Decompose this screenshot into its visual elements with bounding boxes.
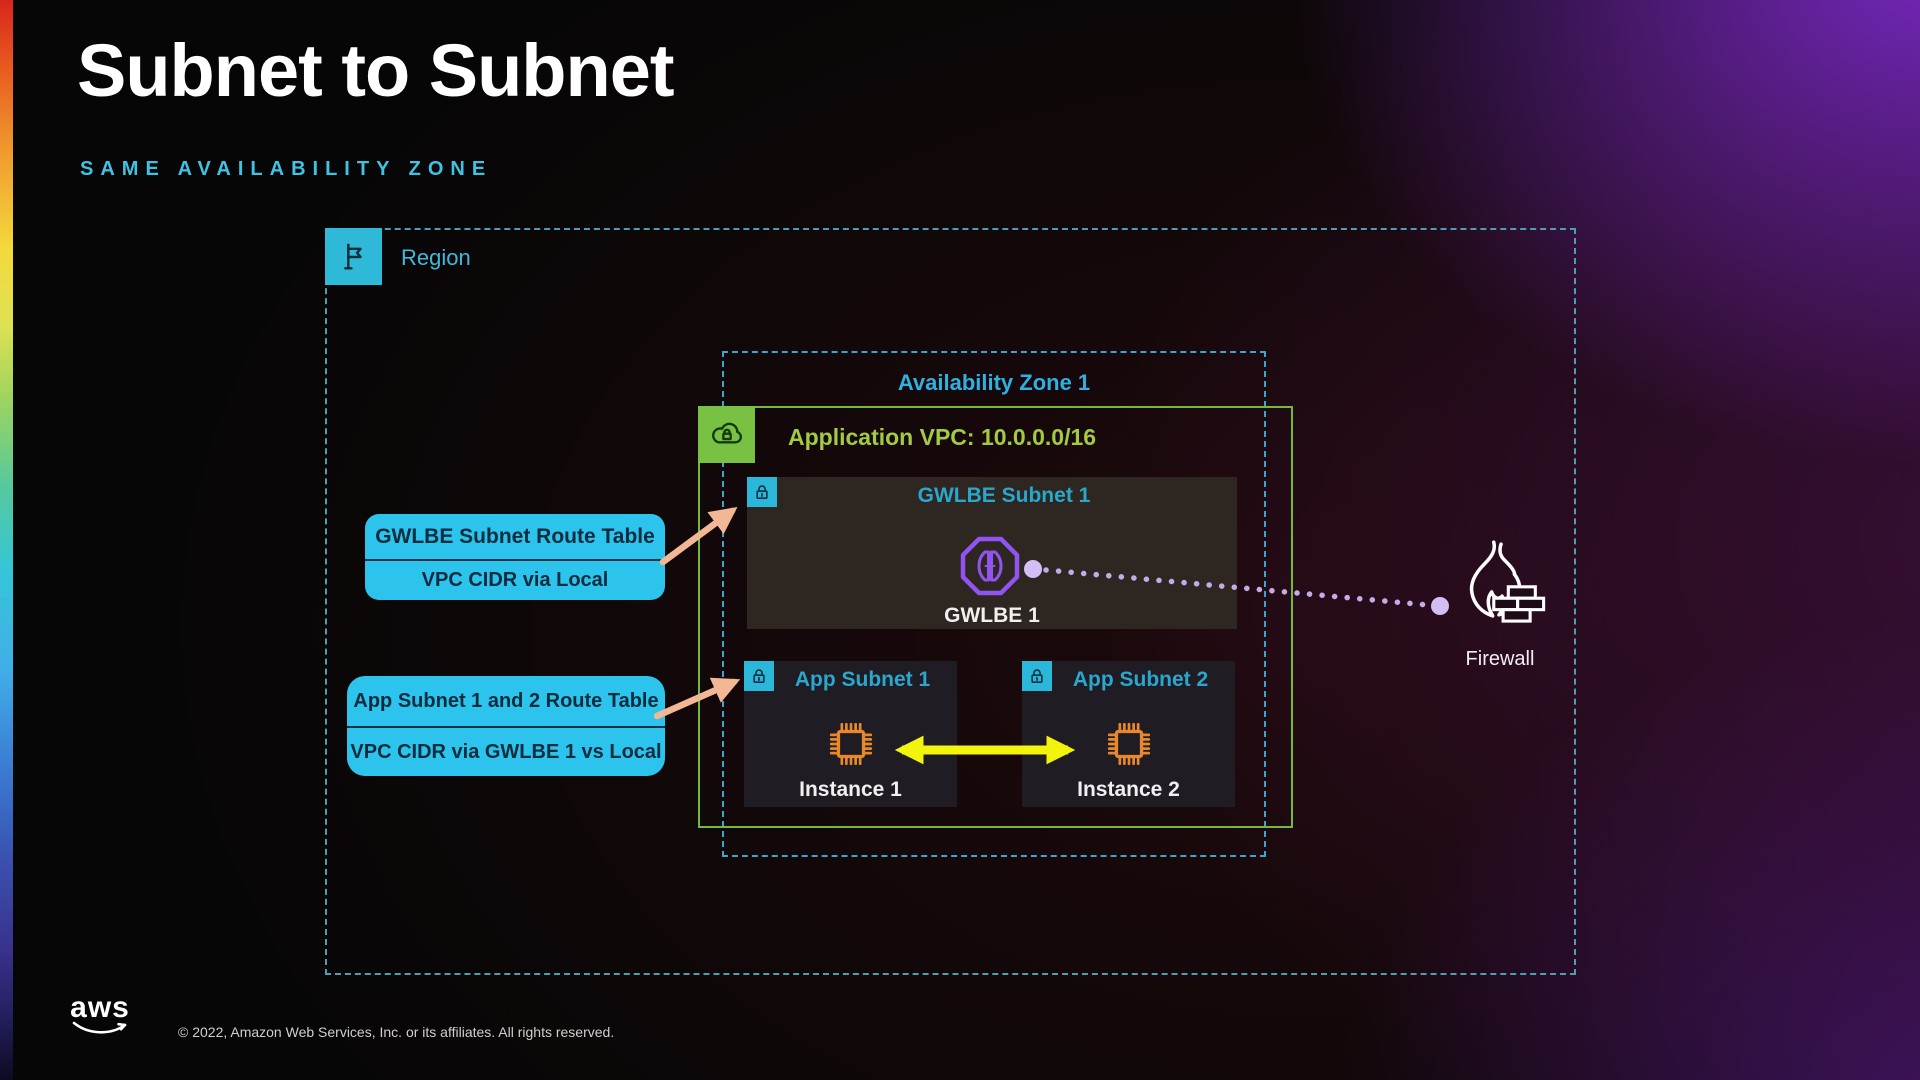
aws-logo-swoosh-icon [72, 1021, 127, 1034]
callout-app-route-table-body: VPC CIDR via GWLBE 1 vs Local [350, 740, 662, 763]
instance-1-label: Instance 1 [799, 778, 902, 801]
firewall-group: Firewall [1436, 538, 1564, 672]
region-label: Region [401, 245, 471, 270]
callout-app-route-table: App Subnet 1 and 2 Route Table VPC CIDR … [347, 676, 665, 776]
callout-gwlbe-route-table: GWLBE Subnet Route Table VPC CIDR via Lo… [365, 514, 665, 600]
callout-gwlbe-route-table-body: VPC CIDR via Local [421, 569, 609, 591]
firewall-flame-icon [1469, 540, 1546, 623]
region-flag-icon [325, 228, 382, 285]
vpc-box: Application VPC: 10.0.0.0/16 [698, 406, 1293, 828]
gwlbe-endpoint-label: GWLBE 1 [944, 604, 1040, 627]
gwlbe-subnet-box: GWLBE Subnet 1 GWLBE 1 [747, 477, 1237, 629]
rainbow-accent-bar [0, 0, 13, 1080]
footer-copyright: © 2022, Amazon Web Services, Inc. or its… [178, 1024, 615, 1040]
gwlbe-endpoint-icon [958, 534, 1022, 598]
app-subnet-2-lock-icon [1022, 661, 1052, 691]
app-subnet-2-box: App Subnet 2 Instance 2 [1022, 661, 1235, 807]
vpc-cloud-lock-icon [698, 406, 755, 463]
slide-subtitle: SAME AVAILABILITY ZONE [80, 158, 493, 180]
availability-zone-label: Availability Zone 1 [897, 370, 1091, 395]
instance-2-chip-icon [1102, 717, 1156, 771]
region-box: Region [325, 228, 1576, 975]
aws-logo: aws [70, 991, 130, 1042]
app-subnet-1-box: App Subnet 1 Instance 1 [744, 661, 957, 807]
instance-1-chip-icon [824, 717, 878, 771]
app-subnet-1-label: App Subnet 1 [794, 668, 931, 691]
aws-logo-text: aws [70, 991, 130, 1024]
instance-2-label: Instance 2 [1077, 778, 1180, 801]
app-subnet-2-label: App Subnet 2 [1072, 668, 1209, 691]
slide-title: Subnet to Subnet [77, 29, 674, 112]
callout-app-route-table-title: App Subnet 1 and 2 Route Table [347, 676, 665, 728]
vpc-label: Application VPC: 10.0.0.0/16 [788, 424, 1097, 450]
gwlbe-subnet-lock-icon [747, 477, 777, 507]
gwlbe-subnet-label: GWLBE Subnet 1 [917, 484, 1091, 507]
firewall-label: Firewall [1465, 648, 1535, 670]
callout-gwlbe-route-table-title: GWLBE Subnet Route Table [365, 514, 665, 561]
app-subnet-1-lock-icon [744, 661, 774, 691]
